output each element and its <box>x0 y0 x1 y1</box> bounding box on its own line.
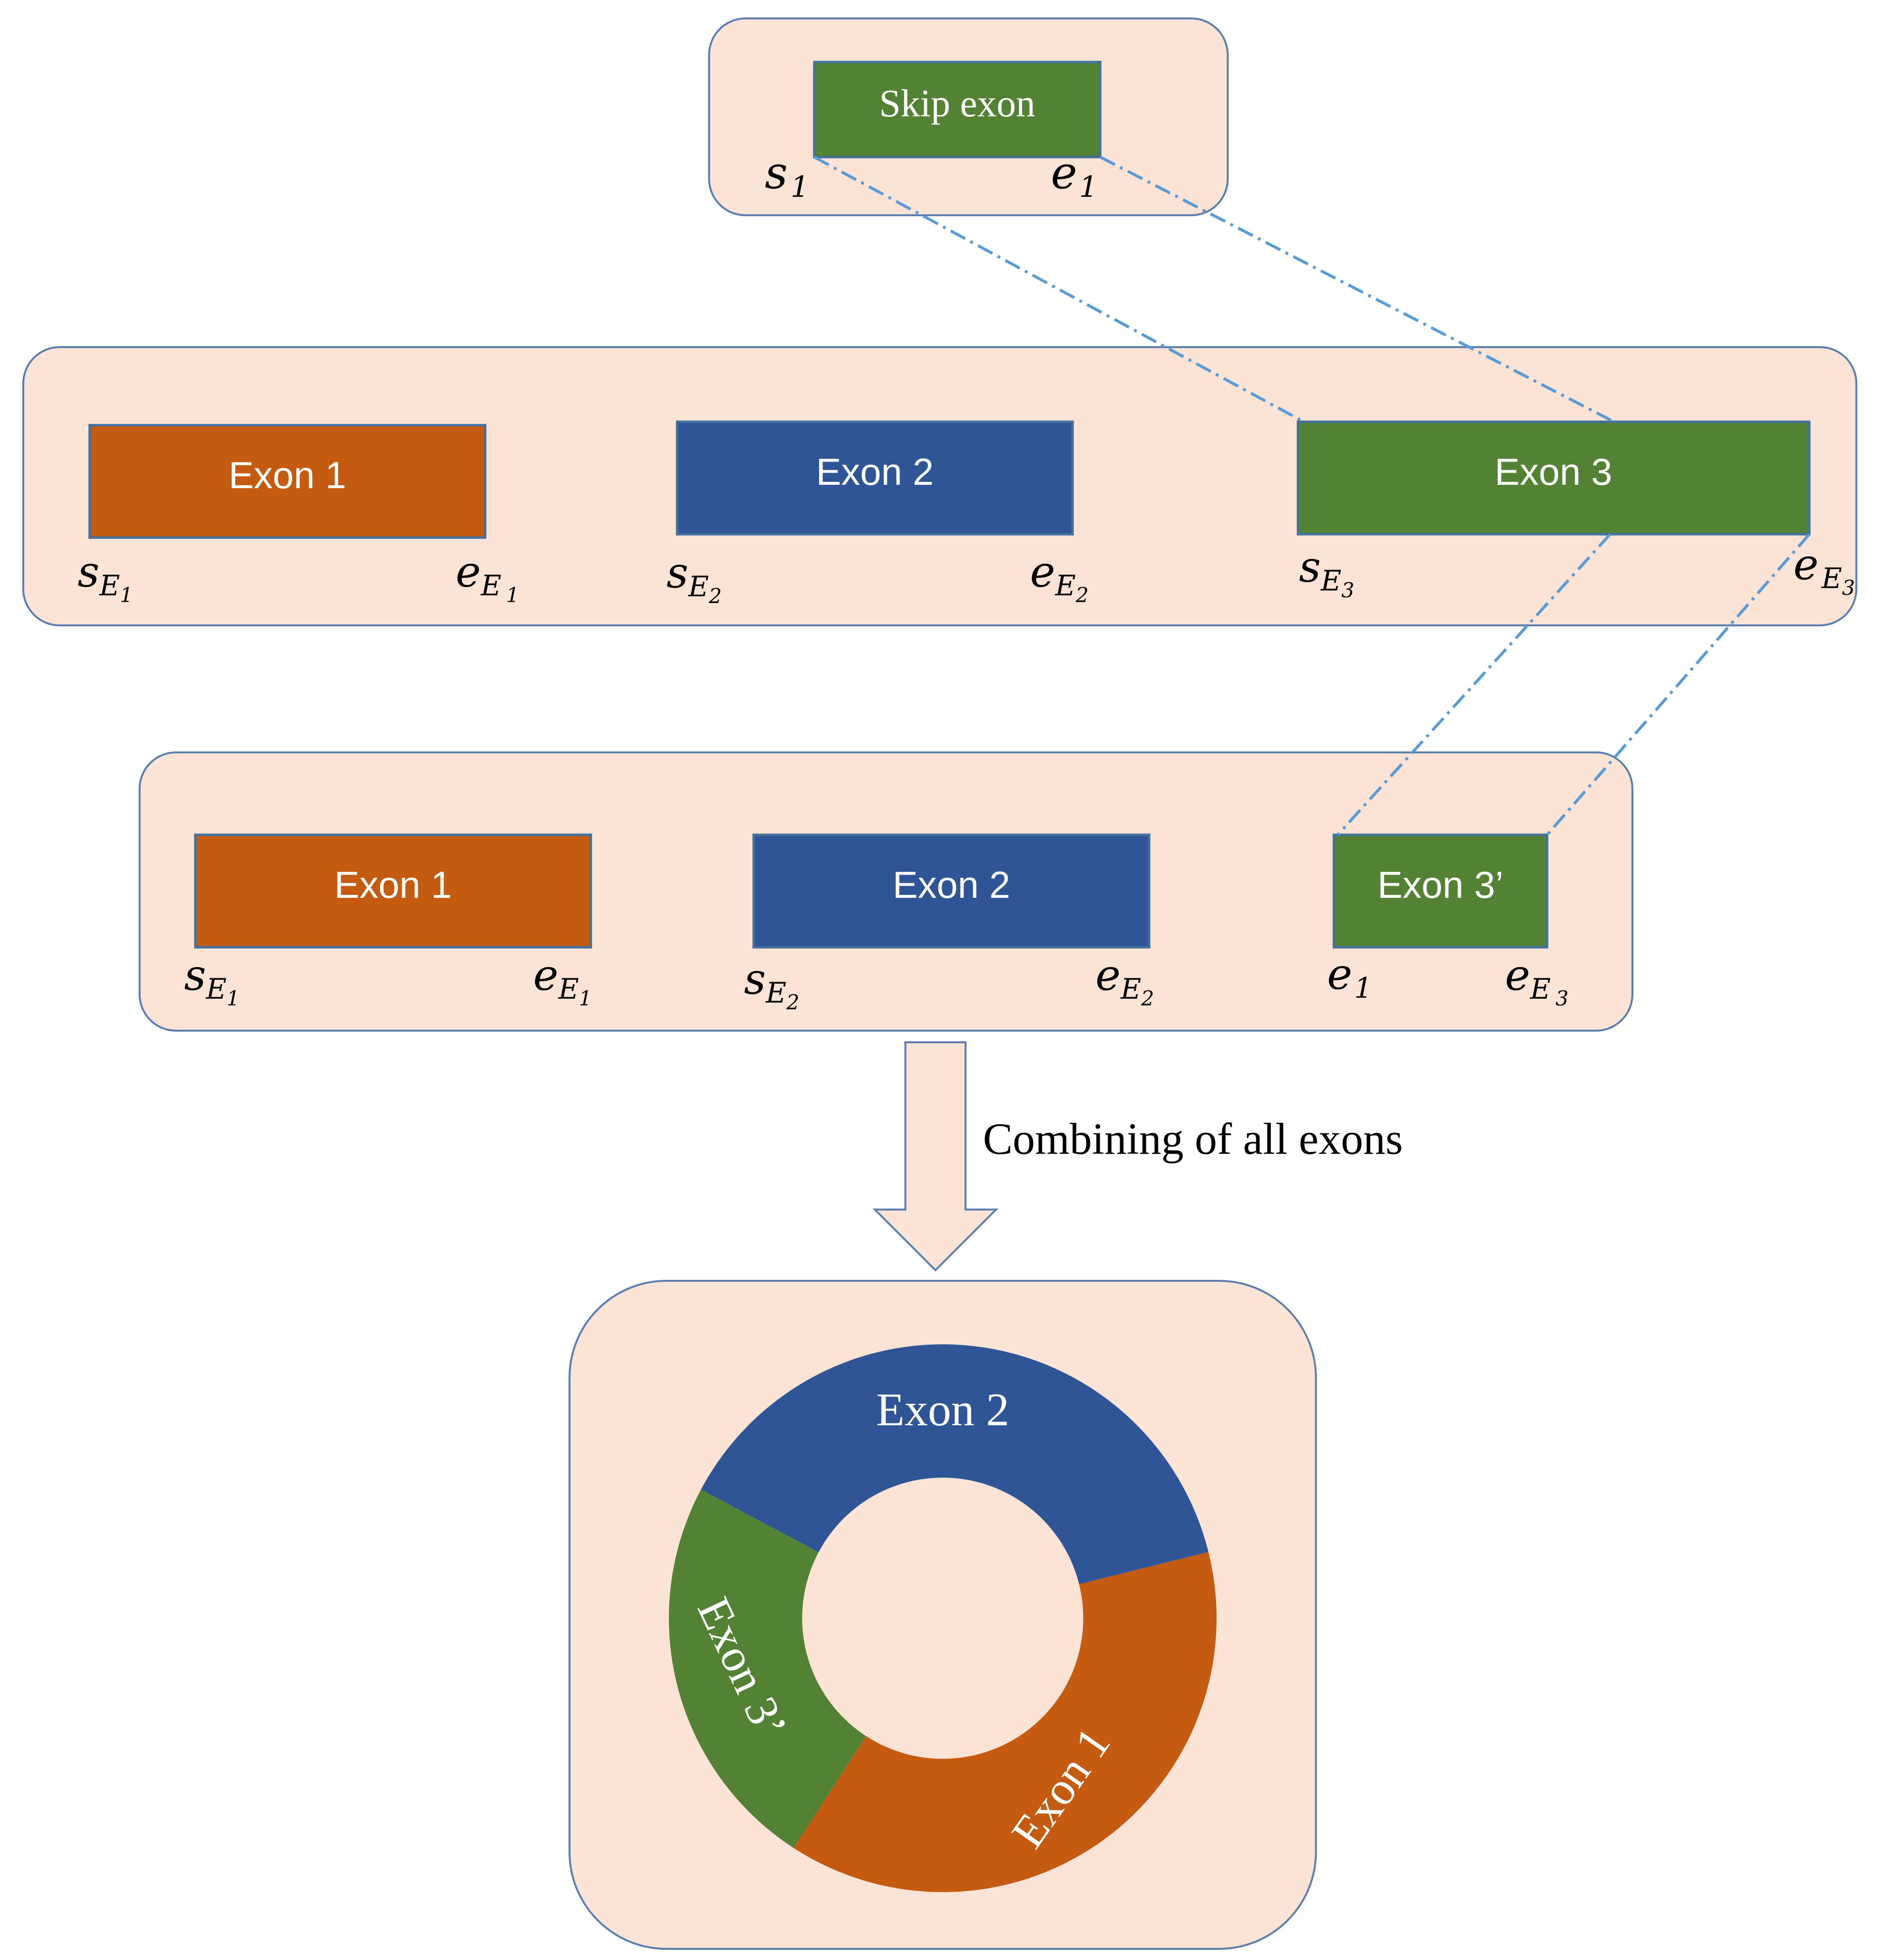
spliced-exon-3-label: Exon 3’ <box>1377 863 1503 906</box>
connector-lines <box>813 156 1811 836</box>
original-exon-2-start-label: sE2 <box>666 548 722 608</box>
ring-segment-1 <box>701 1344 1209 1584</box>
connector-skip-end-to-exon3 <box>1099 156 1615 423</box>
connector-exon3-to-exon3prime-end <box>1546 533 1811 836</box>
ring-segment-3 <box>668 1489 867 1848</box>
combine-arrow-label: Combining of all exons <box>983 1114 1403 1163</box>
original-exon-2-end-label: eE2 <box>1030 547 1089 607</box>
skip-exon-label: Skip exon <box>879 82 1035 125</box>
original-exon-2-label: Exon 2 <box>816 450 934 493</box>
spliced-exon-2-start-label: sE2 <box>744 954 799 1014</box>
ring-segment-1-label: Exon 2 <box>876 1384 1010 1435</box>
spliced-exons-panel: Exon 1 sE1 eE1 Exon 2 sE2 eE2 Exon 3’ e1… <box>139 751 1633 1032</box>
original-exon-3-label: Exon 3 <box>1495 450 1613 493</box>
ring-segment-2 <box>793 1552 1217 1893</box>
connector-exon3-to-exon3prime-start <box>1336 533 1612 836</box>
spliced-exon-2-box <box>752 833 1151 949</box>
skip-exon-end-label: e1 <box>1051 147 1098 204</box>
spliced-exon-2-end-label: eE2 <box>1095 950 1154 1010</box>
combine-arrow-shape <box>872 1041 998 1272</box>
original-exon-2-box <box>676 420 1074 536</box>
spliced-exon-3-start-label: e1 <box>1327 949 1372 1004</box>
original-exon-1-start-label: sE1 <box>78 547 133 607</box>
spliced-exon-1-start-label: sE1 <box>184 950 239 1010</box>
spliced-exon-1-end-label: eE1 <box>533 950 592 1010</box>
combine-arrow: Combining of all exons <box>872 1041 1403 1272</box>
spliced-exon-1-box <box>194 833 592 949</box>
spliced-exon-2-label: Exon 2 <box>893 863 1011 906</box>
original-exon-1-label: Exon 1 <box>229 454 347 496</box>
original-exon-1-box <box>88 424 487 539</box>
spliced-exon-3-box <box>1332 833 1549 949</box>
original-exon-3-box <box>1297 420 1811 536</box>
original-exon-3-start-label: sE3 <box>1299 542 1354 602</box>
skip-exon-box <box>813 61 1102 159</box>
spliced-exon-1-label: Exon 1 <box>334 863 452 906</box>
